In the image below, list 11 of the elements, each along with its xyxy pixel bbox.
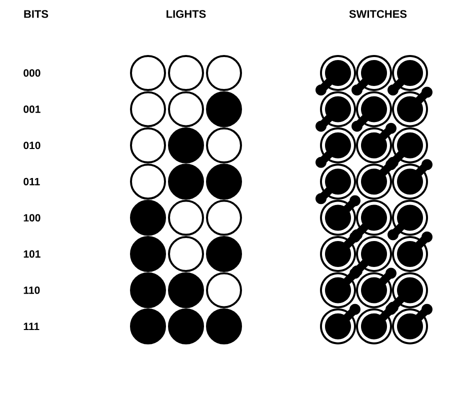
column-header: LIGHTS (166, 10, 206, 18)
bit-pattern: 011 (24, 178, 40, 186)
column-header: BITS (24, 10, 48, 18)
bit-pattern: 110 (24, 286, 40, 294)
bit-pattern: 111 (24, 322, 40, 330)
bit-pattern: 001 (24, 106, 40, 113)
bit-pattern: 010 (24, 142, 40, 150)
column-header: SWITCHES (349, 10, 407, 18)
bit-pattern: 100 (24, 214, 40, 222)
bit-pattern: 101 (24, 250, 40, 258)
bit-pattern: 000 (24, 69, 40, 77)
